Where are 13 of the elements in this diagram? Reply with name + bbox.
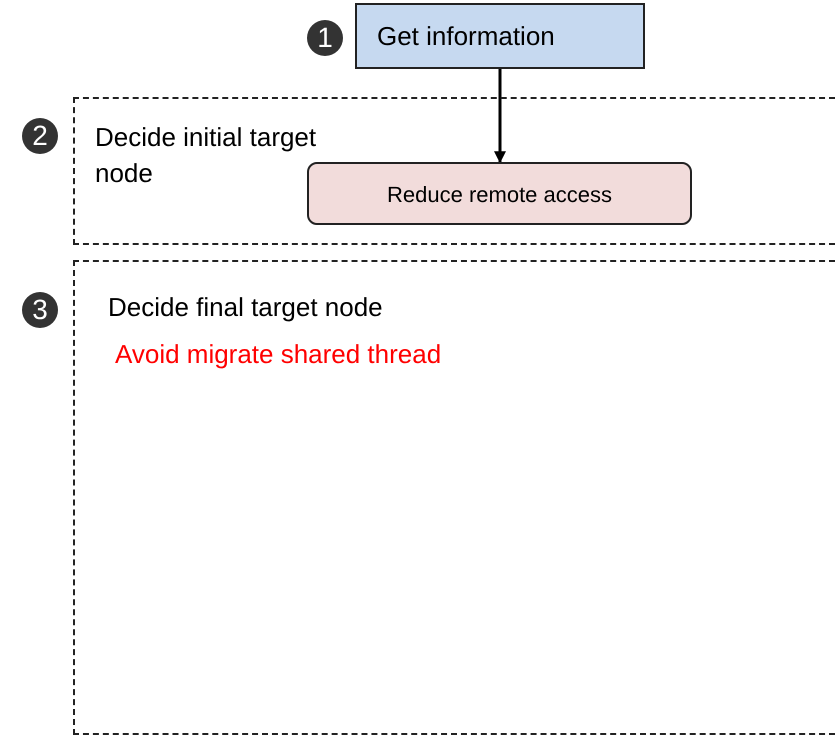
node-title: Get information bbox=[377, 21, 555, 52]
node-title: Decide initial target node bbox=[95, 121, 318, 190]
rounded-box bbox=[307, 162, 692, 225]
node-title: Reduce remote access bbox=[386, 182, 613, 208]
dashed-region bbox=[73, 97, 835, 245]
step-number: 3 bbox=[22, 292, 58, 328]
step-number: 1 bbox=[307, 20, 343, 56]
process-box bbox=[355, 3, 645, 69]
arrow bbox=[494, 69, 506, 164]
step-number: 2 bbox=[22, 118, 58, 154]
dashed-region bbox=[73, 260, 835, 735]
node-title: Decide final target node bbox=[108, 292, 383, 323]
node-note: Avoid migrate shared thread bbox=[115, 339, 442, 370]
